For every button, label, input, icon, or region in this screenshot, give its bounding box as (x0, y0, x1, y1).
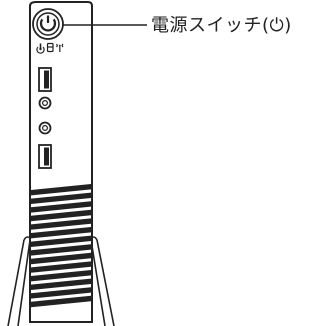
usb-port[interactable] (38, 144, 52, 169)
power-led-icon (36, 43, 45, 54)
vent-slat (31, 295, 91, 308)
vent-slat (31, 218, 91, 230)
vent-slat (31, 261, 91, 273)
vent-slat (31, 227, 91, 239)
usb-port[interactable] (38, 67, 52, 92)
vent-slat (31, 235, 91, 247)
vent-slat (31, 278, 91, 290)
vent-slat (31, 244, 91, 256)
vent-slat (31, 270, 91, 282)
audio-jack[interactable] (38, 121, 52, 135)
vent-slat (31, 209, 91, 222)
wireless-led-icon (56, 43, 64, 52)
vent-slat (31, 201, 91, 213)
ventilation-grille (31, 184, 91, 308)
vent-slat (31, 184, 91, 196)
power-switch-label: 電源スイッチ(⏻) (151, 15, 292, 36)
audio-jack[interactable] (38, 96, 52, 110)
power-symbol-icon (39, 18, 57, 32)
vent-slat (31, 287, 91, 299)
power-button[interactable] (32, 8, 64, 40)
vent-slat (31, 252, 91, 265)
status-icons (36, 42, 64, 54)
storage-led-icon (46, 42, 54, 53)
vent-slat (31, 192, 91, 204)
